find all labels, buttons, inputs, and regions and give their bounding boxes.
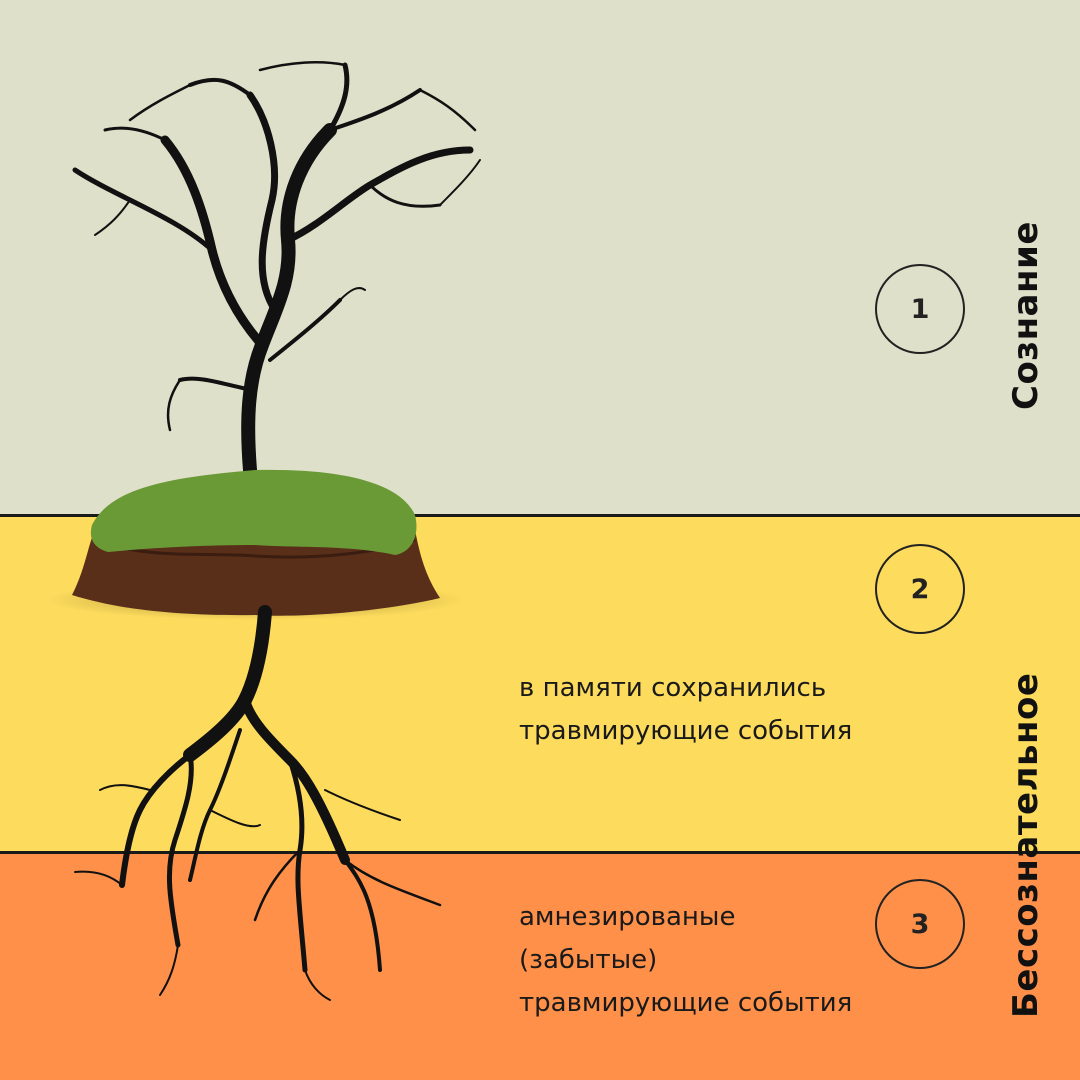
amnesia-caption-line: травмирующие события [519, 982, 852, 1025]
amnesia-caption: амнезированые (забытые) травмирующие соб… [519, 896, 852, 1025]
tree-roots [75, 612, 440, 1000]
conscious-label: Сознание [1006, 221, 1046, 410]
memory-caption-line: травмирующие события [519, 710, 852, 753]
amnesia-caption-line: амнезированые [519, 896, 852, 939]
layer-number-1: 1 [875, 264, 965, 354]
grass-top [91, 470, 417, 555]
memory-caption: в памяти сохранились травмирующие событи… [519, 667, 852, 753]
memory-caption-line: в памяти сохранились [519, 667, 852, 710]
unconscious-label: Бессознательное [1006, 673, 1046, 1018]
tree-crown [75, 62, 480, 470]
layer-number-3: 3 [875, 879, 965, 969]
amnesia-caption-line: (забытые) [519, 939, 852, 982]
layer-number-2: 2 [875, 544, 965, 634]
